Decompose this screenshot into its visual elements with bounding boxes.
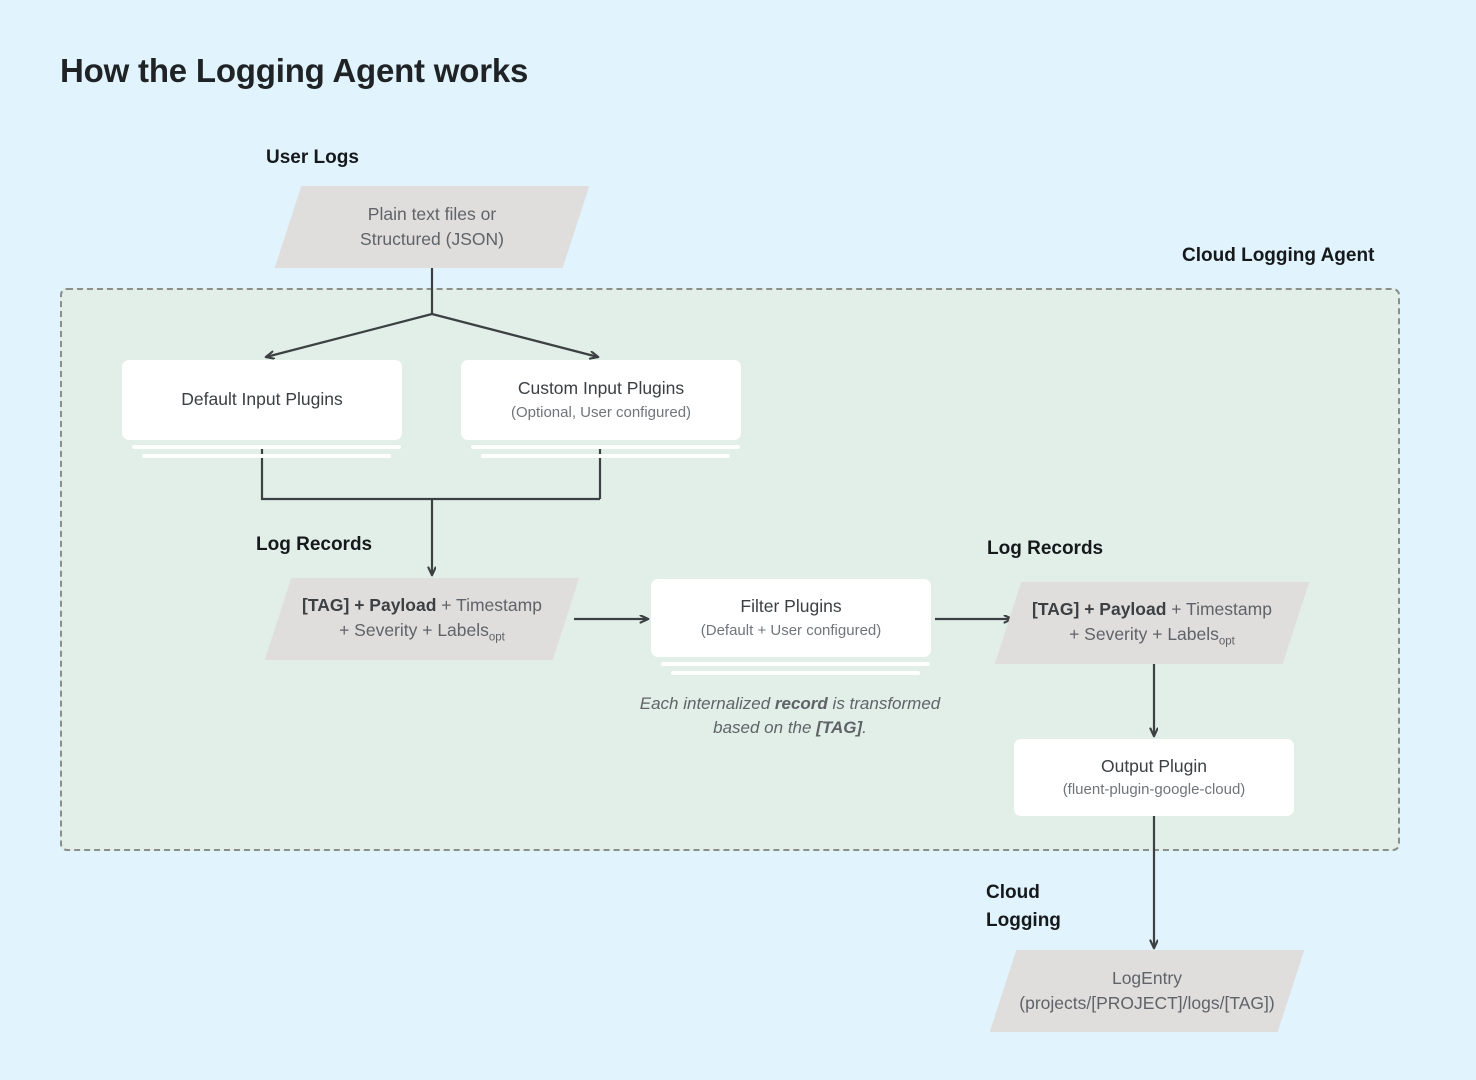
stacked-sheet-back [670, 671, 920, 675]
output-plugin-title: Output Plugin [1100, 755, 1208, 776]
note-part-2: is transformed based on the [713, 694, 941, 737]
label-cloud-logging-agent: Cloud Logging Agent [1182, 245, 1375, 266]
node-default-input-plugins[interactable]: Default Input Plugins [122, 360, 402, 458]
log-record-right-subscript: opt [1218, 635, 1235, 647]
card-face: Output Plugin (fluent-plugin-google-clou… [1014, 739, 1294, 816]
node-user-logs-source[interactable]: Plain text files or Structured (JSON) [274, 186, 590, 268]
custom-input-plugins-subtitle: (Optional, User configured) [510, 403, 692, 421]
user-logs-line-1: Plain text files or [367, 204, 497, 225]
node-log-record-right[interactable]: [TAG] + Payload + Timestamp + Severity +… [994, 582, 1310, 664]
stacked-sheet-back [480, 454, 730, 458]
note-bold-record: record [774, 694, 828, 713]
output-plugin-subtitle: (fluent-plugin-google-cloud) [1062, 781, 1246, 799]
log-record-left-bold: [TAG] + Payload [302, 594, 437, 615]
card-face: Filter Plugins (Default + User configure… [651, 579, 931, 657]
log-entry-title: LogEntry [1111, 968, 1183, 989]
note-bold-tag: [TAG] [816, 717, 863, 737]
stacked-sheet-front [660, 662, 930, 666]
card-face: Custom Input Plugins (Optional, User con… [461, 360, 741, 440]
user-logs-line-2: Structured (JSON) [360, 229, 504, 249]
stacked-sheet-front [131, 445, 401, 449]
label-user-logs: User Logs [266, 147, 359, 168]
node-output-plugin[interactable]: Output Plugin (fluent-plugin-google-clou… [1014, 739, 1294, 816]
node-filter-plugins[interactable]: Filter Plugins (Default + User configure… [651, 579, 931, 675]
node-log-entry[interactable]: LogEntry (projects/[PROJECT]/logs/[TAG]) [989, 950, 1305, 1032]
default-input-plugins-title: Default Input Plugins [181, 389, 343, 410]
filter-plugins-subtitle: (Default + User configured) [700, 621, 882, 639]
log-record-right-bold: [TAG] + Payload [1032, 598, 1167, 619]
label-log-records-left: Log Records [256, 534, 373, 555]
page-title: How the Logging Agent works [60, 52, 529, 89]
log-record-left-line2: + Severity + Labels [339, 619, 489, 640]
node-log-record-left[interactable]: [TAG] + Payload + Timestamp + Severity +… [264, 578, 580, 660]
log-record-right-rest: + Timestamp [1166, 598, 1272, 619]
log-record-left-rest: + Timestamp [436, 594, 542, 615]
log-entry-subtitle: (projects/[PROJECT]/logs/[TAG]) [1019, 993, 1275, 1013]
stacked-sheet-front [470, 445, 740, 449]
note-part-3: . [862, 717, 867, 737]
custom-input-plugins-title: Custom Input Plugins [517, 378, 685, 399]
card-face: Default Input Plugins [122, 360, 402, 440]
stacked-sheet-back [141, 454, 391, 458]
note-part-1: Each internalized [639, 694, 775, 713]
annotation-transform-note: Each internalized record is transformed … [620, 692, 960, 740]
label-cloud-logging: Cloud Logging [986, 882, 1061, 931]
filter-plugins-title: Filter Plugins [740, 596, 842, 617]
log-record-right-line2: + Severity + Labels [1069, 623, 1219, 644]
log-record-left-subscript: opt [488, 631, 505, 643]
node-custom-input-plugins[interactable]: Custom Input Plugins (Optional, User con… [461, 360, 741, 458]
label-log-records-right: Log Records [987, 538, 1104, 559]
